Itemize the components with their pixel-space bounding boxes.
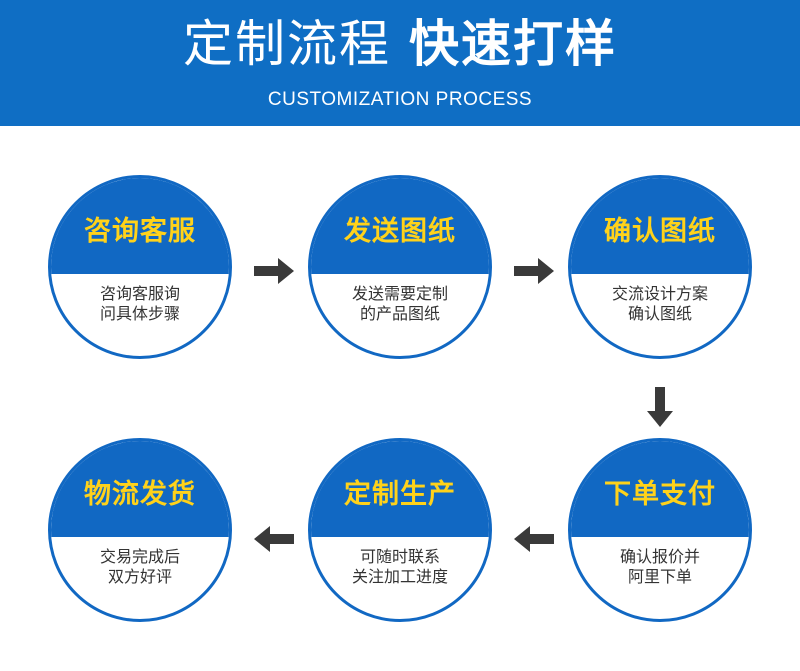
title-bold: 快速打样	[409, 15, 617, 73]
title-light: 定制流程	[183, 15, 391, 73]
step-description: 交易完成后双方好评	[99, 547, 180, 586]
step-description: 发送需要定制的产品图纸	[351, 284, 448, 323]
step-order-pay: 下单支付 确认报价并阿里下单	[568, 438, 752, 622]
step-title: 咨询客服	[84, 216, 196, 247]
arrow-left-icon	[514, 526, 554, 552]
header-banner: 定制流程快速打样 CUSTOMIZATION PROCESS	[0, 0, 800, 126]
step-description: 确认报价并阿里下单	[619, 547, 700, 586]
step-title: 发送图纸	[344, 216, 456, 247]
step-title: 下单支付	[604, 479, 716, 510]
arrow-left-icon	[254, 526, 294, 552]
arrow-down-icon	[647, 387, 673, 427]
arrow-right-icon	[514, 258, 554, 284]
step-description: 可随时联系关注加工进度	[351, 547, 448, 586]
step-confirm-drawings: 确认图纸 交流设计方案确认图纸	[568, 175, 752, 359]
page-title: 定制流程快速打样	[0, 12, 800, 76]
step-shipping: 物流发货 交易完成后双方好评	[48, 438, 232, 622]
step-send-drawings: 发送图纸 发送需要定制的产品图纸	[308, 175, 492, 359]
step-title: 定制生产	[344, 479, 456, 510]
step-description: 交流设计方案确认图纸	[611, 284, 708, 323]
arrow-right-icon	[254, 258, 294, 284]
step-title: 物流发货	[84, 479, 196, 510]
step-title: 确认图纸	[604, 216, 716, 247]
step-production: 定制生产 可随时联系关注加工进度	[308, 438, 492, 622]
step-consult: 咨询客服 咨询客服询问具体步骤	[48, 175, 232, 359]
step-description: 咨询客服询问具体步骤	[99, 284, 180, 323]
page-subtitle: CUSTOMIZATION PROCESS	[267, 89, 533, 110]
